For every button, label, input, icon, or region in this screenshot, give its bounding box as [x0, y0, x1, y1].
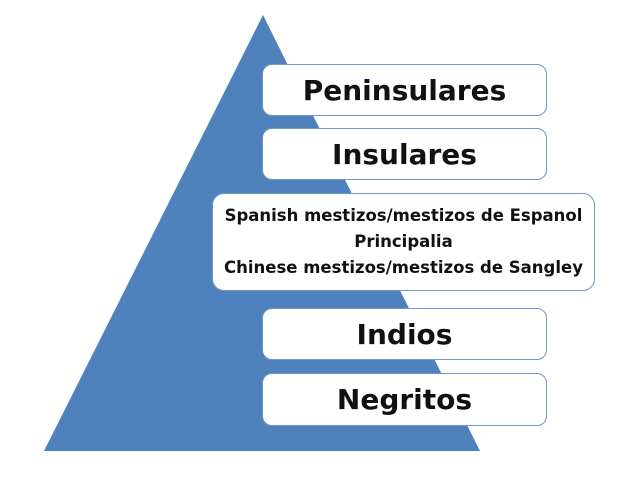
tier-negritos: Negritos [262, 373, 547, 426]
tier-indios: Indios [262, 308, 547, 360]
tier-label: Indios [356, 317, 453, 351]
tier-label: Peninsulares [302, 73, 507, 107]
tier-line-spanish-mestizos: Spanish mestizos/mestizos de Espanol [224, 206, 583, 225]
tier-label: Insulares [332, 137, 477, 171]
tier-line-chinese-mestizos: Chinese mestizos/mestizos de Sangley [224, 258, 583, 277]
tier-mestizos: Spanish mestizos/mestizos de Espanol Pri… [212, 193, 595, 291]
tier-insulares: Insulares [262, 128, 547, 180]
tier-peninsulares: Peninsulares [262, 64, 547, 116]
tier-line-principalia: Principalia [354, 232, 453, 251]
tier-label: Negritos [336, 383, 473, 416]
